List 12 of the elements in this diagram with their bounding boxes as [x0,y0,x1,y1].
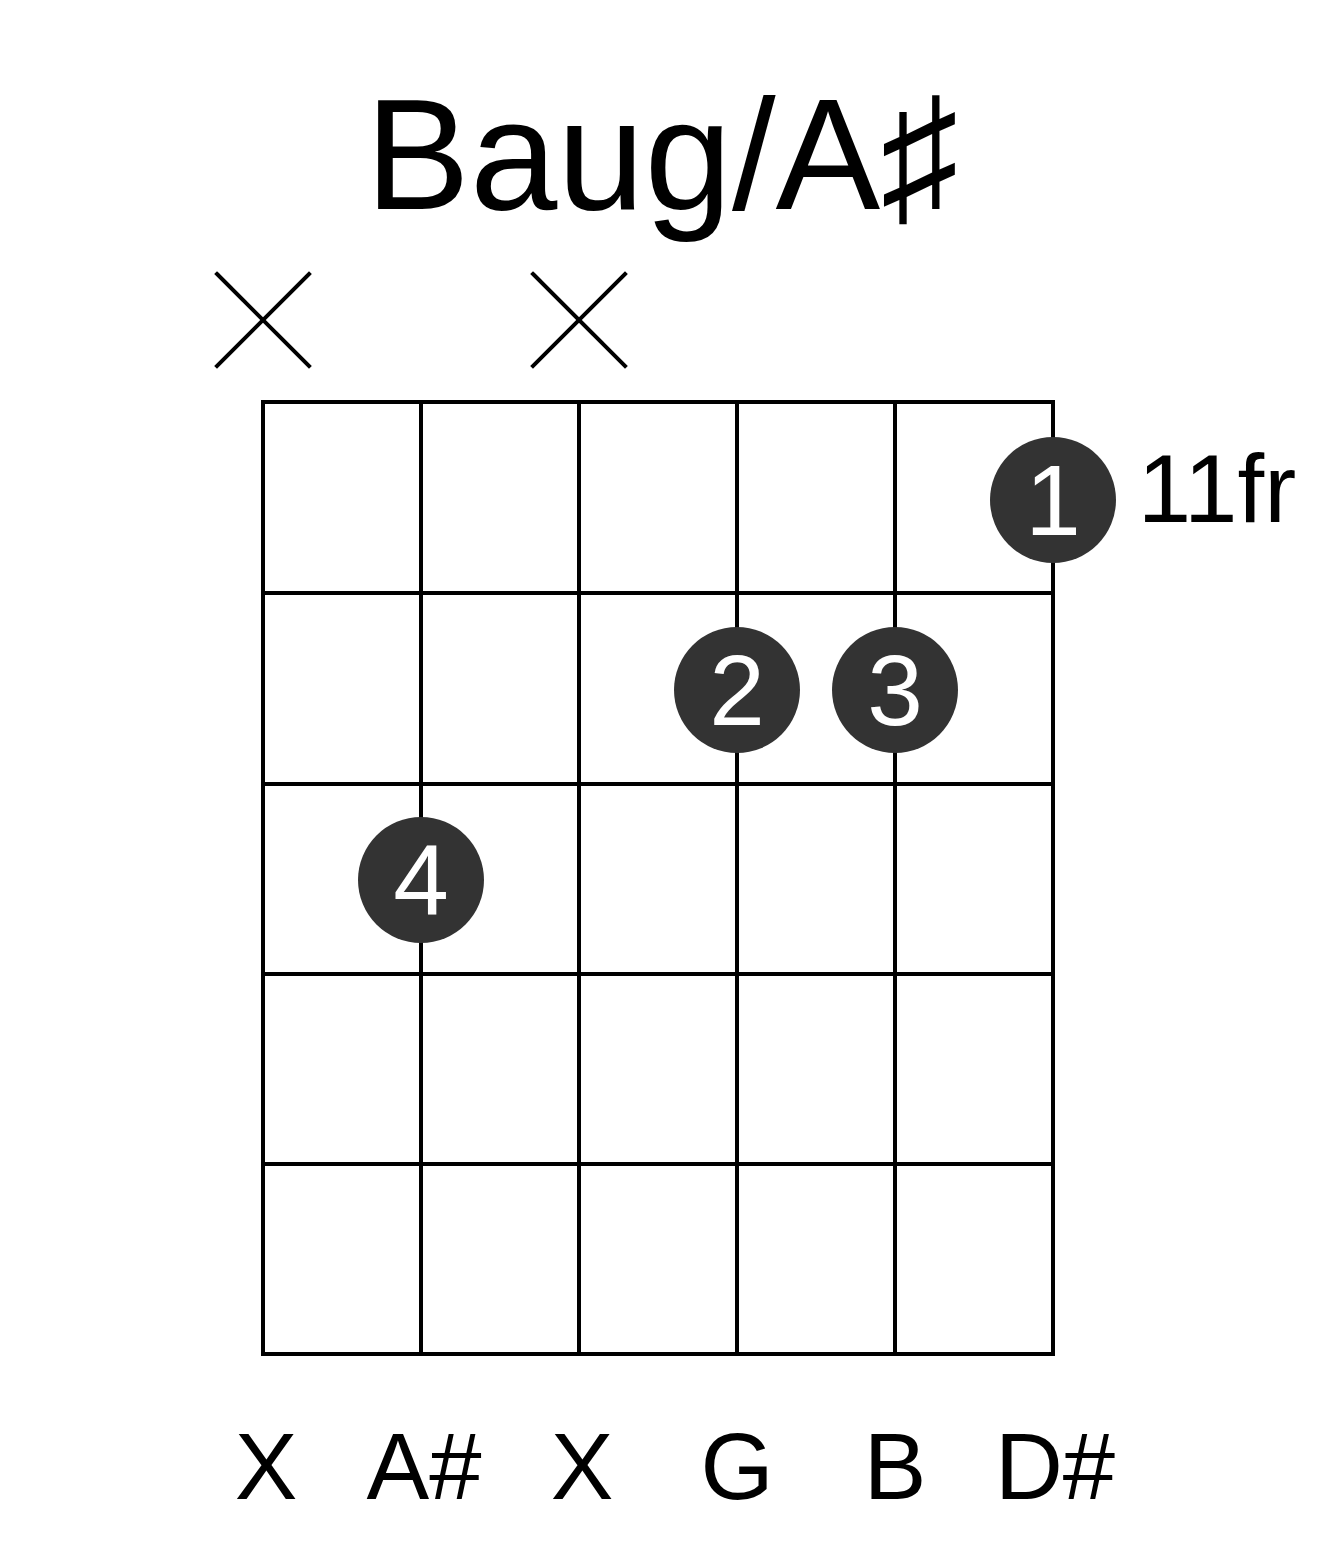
finger-number: 2 [709,640,765,740]
finger-number: 1 [1025,450,1081,550]
fret-position-label: 11fr [1137,441,1297,537]
string-note-label: X [550,1420,614,1514]
string-note-label: A# [366,1420,482,1514]
chord-title: Baug/A♯ [364,66,960,245]
string-note-label: B [863,1420,927,1514]
finger-number: 3 [867,640,923,740]
string-note-label: G [700,1420,774,1514]
string-note-label: D# [994,1420,1116,1514]
string-note-label: X [234,1420,298,1514]
finger-number: 4 [393,830,449,930]
